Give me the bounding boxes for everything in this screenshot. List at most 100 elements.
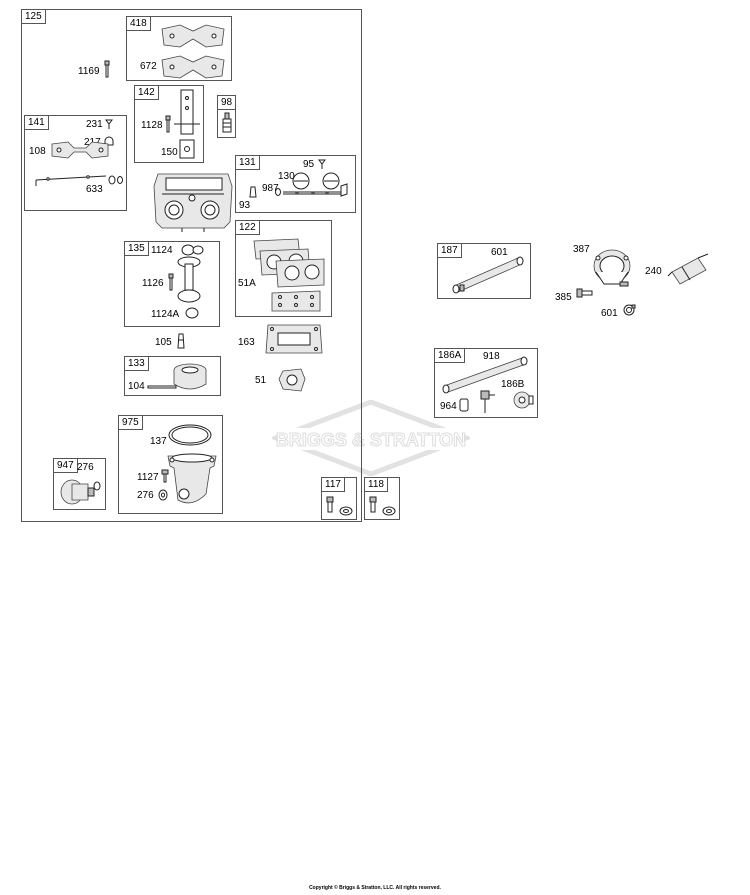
plate-150-shape — [179, 139, 195, 159]
clamp-964-shape — [459, 398, 469, 412]
part-label-601-b: 601 — [601, 308, 618, 319]
fuel-line-918-shape — [440, 356, 530, 396]
screw-1128-shape — [165, 116, 171, 132]
solenoid-947-shape — [58, 478, 102, 506]
group-tag-186A: 186A — [435, 349, 466, 363]
gasket-lower-shape — [160, 54, 226, 80]
group-tag-125: 125 — [22, 10, 46, 24]
group-tag-117: 117 — [322, 478, 345, 492]
part-label-1127: 1127 — [137, 472, 159, 483]
jet-117-shape — [325, 497, 355, 517]
throttle-plates-130-shape — [292, 172, 342, 190]
clip-217-shape — [104, 136, 114, 146]
group-frame-125: 125 — [21, 9, 362, 522]
part-label-385: 385 — [555, 292, 572, 303]
float-133-shape — [172, 362, 208, 392]
part-label-1124A: 1124A — [151, 309, 180, 320]
group-tag-187: 187 — [438, 244, 462, 258]
part-label-150: 150 — [161, 147, 178, 158]
part-label-1169: 1169 — [78, 66, 100, 77]
fuel-pump-387-shape — [590, 244, 634, 290]
bowl-135-shape — [176, 256, 202, 304]
part-label-633: 633 — [86, 184, 103, 195]
part-label-1124: 1124 — [151, 245, 173, 256]
part-label-163: 163 — [238, 337, 255, 348]
group-frame-133: 133 — [124, 356, 221, 396]
group-frame-117: 117 — [321, 477, 357, 520]
part-label-964: 964 — [440, 401, 457, 412]
fitting-95-shape — [318, 159, 326, 169]
part-label-108: 108 — [29, 146, 46, 157]
group-tag-141: 141 — [25, 116, 49, 130]
part-label-104: 104 — [128, 381, 145, 392]
bracket-108-shape — [50, 140, 110, 160]
group-tag-98: 98 — [218, 96, 237, 110]
screw-1126-shape — [168, 274, 174, 290]
shaft-131-shape — [283, 182, 349, 198]
gasket-51A-shape — [270, 289, 322, 313]
part-label-387: 387 — [573, 244, 590, 255]
group-frame-135: 135 — [124, 241, 220, 327]
group-frame-947: 947 — [53, 458, 106, 510]
part-label-105: 105 — [155, 337, 172, 348]
part-label-130: 130 — [278, 171, 295, 182]
group-tag-118: 118 — [365, 478, 388, 492]
part-label-1128: 1128 — [141, 120, 163, 131]
oring-1124A-shape — [185, 306, 199, 320]
gasket-163-shape — [264, 323, 324, 355]
group-frame-142: 142 — [134, 85, 204, 163]
group-tag-131: 131 — [236, 156, 260, 170]
screw-1127-shape — [162, 470, 168, 482]
fuel-line-187-shape — [450, 254, 528, 296]
oring-137-shape — [167, 423, 213, 447]
group-frame-187: 187 — [437, 243, 531, 299]
washer-987-shape — [275, 188, 281, 196]
valve-186B-shape — [512, 390, 534, 410]
part-label-987: 987 — [262, 183, 279, 194]
fuel-filter-240-shape — [668, 252, 712, 286]
group-frame-131: 131 — [235, 155, 356, 213]
part-label-1126: 1126 — [142, 278, 164, 289]
link-633-shape — [34, 172, 124, 188]
watermark-text: BRIGGS & STRATTON — [276, 430, 466, 450]
part-label-51A: 51A — [238, 278, 256, 289]
fitting-231-shape — [105, 119, 113, 129]
group-tag-142: 142 — [135, 86, 159, 100]
part-label-51: 51 — [255, 375, 267, 386]
bowl-975-shape — [164, 450, 220, 508]
gasket-51-shape — [277, 367, 307, 393]
part-label-186B: 186B — [501, 379, 525, 390]
group-tag-135: 135 — [125, 242, 149, 256]
spring-98-shape — [222, 113, 232, 133]
group-frame-141: 141 — [24, 115, 127, 211]
group-frame-975: 975 — [118, 415, 223, 514]
part-label-601-a: 601 — [491, 247, 508, 258]
carburetor-body-shape — [152, 170, 234, 230]
gasket-upper-shape — [160, 23, 226, 49]
valve-105-shape — [177, 332, 185, 350]
part-label-240: 240 — [645, 266, 662, 277]
part-label-276-a: 276 — [137, 490, 154, 501]
group-frame-118: 118 — [364, 477, 400, 520]
part-label-95: 95 — [303, 159, 315, 170]
part-label-231: 231 — [86, 119, 103, 130]
group-tag-133: 133 — [125, 357, 149, 371]
group-frame-186A: 186A — [434, 348, 538, 418]
part-label-672: 672 — [140, 61, 157, 72]
fitting-186A-shape — [477, 389, 495, 415]
group-frame-418: 418 — [126, 16, 232, 81]
screw-1169-shape — [104, 61, 110, 77]
washer-276-a-shape — [158, 489, 168, 501]
group-tag-418: 418 — [127, 17, 151, 31]
group-frame-98: 98 — [217, 95, 237, 138]
screw-385-shape — [577, 288, 593, 298]
bracket-142-shape — [174, 90, 200, 136]
group-frame-122: 122 — [235, 220, 332, 317]
oring-1124-shape — [180, 243, 204, 257]
seal-93-shape — [249, 186, 257, 198]
group-tag-947: 947 — [54, 459, 78, 473]
group-tag-122: 122 — [236, 221, 260, 235]
jet-118-shape — [368, 497, 398, 517]
copyright-text: Copyright © Briggs & Stratton, LLC. All … — [309, 885, 441, 891]
group-tag-975: 975 — [119, 416, 143, 430]
